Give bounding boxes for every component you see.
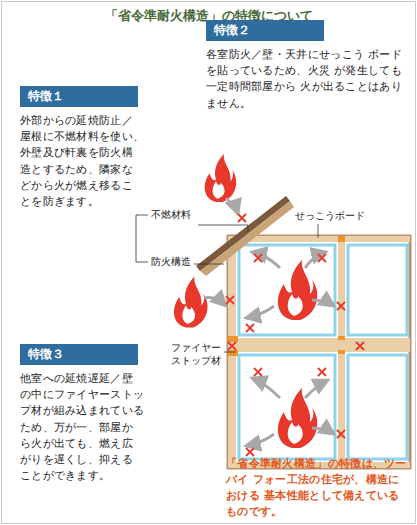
- part-label: 不燃材料: [150, 209, 192, 222]
- feature-text: 外部からの延焼防止／ 屋根に不燃材料を使い、 外壁及び軒裏を防火構 造とするため…: [20, 113, 146, 210]
- part-label: せっこうボード: [294, 210, 366, 223]
- feature-text: 「省令準耐火構造」の特徴は、ツーバイ フォー工法の住宅が、構造における 基本性能…: [226, 456, 410, 520]
- feature-heading: 特徴２: [206, 20, 324, 41]
- note-box: 「省令準耐火構造」の特徴は、ツーバイ フォー工法の住宅が、構造における 基本性能…: [226, 456, 410, 520]
- feature-text: 各室防火／壁・天井にせっこう ボードを貼っているため、火災 が発生しても一定時間…: [206, 47, 406, 112]
- feature-text: 他室への延焼遅延／壁 の中にファイヤーストッ プ材が組み込まれている ため、万が…: [20, 371, 148, 485]
- feature-box: 特徴１ 外部からの延焼防止／ 屋根に不燃材料を使い、 外壁及び軒裏を防火構 造とす…: [20, 86, 146, 210]
- feature-heading: 特徴１: [20, 86, 138, 107]
- part-label: 防火構造: [150, 256, 192, 269]
- feature-box: 特徴２ 各室防火／壁・天井にせっこう ボードを貼っているため、火災 が発生しても一…: [206, 20, 406, 112]
- part-label: ファイヤー ストップ材: [170, 342, 224, 367]
- feature-box: 特徴３ 他室への延焼遅延／壁 の中にファイヤーストッ プ材が組み込まれている ため…: [20, 344, 148, 485]
- feature-heading: 特徴３: [20, 344, 138, 365]
